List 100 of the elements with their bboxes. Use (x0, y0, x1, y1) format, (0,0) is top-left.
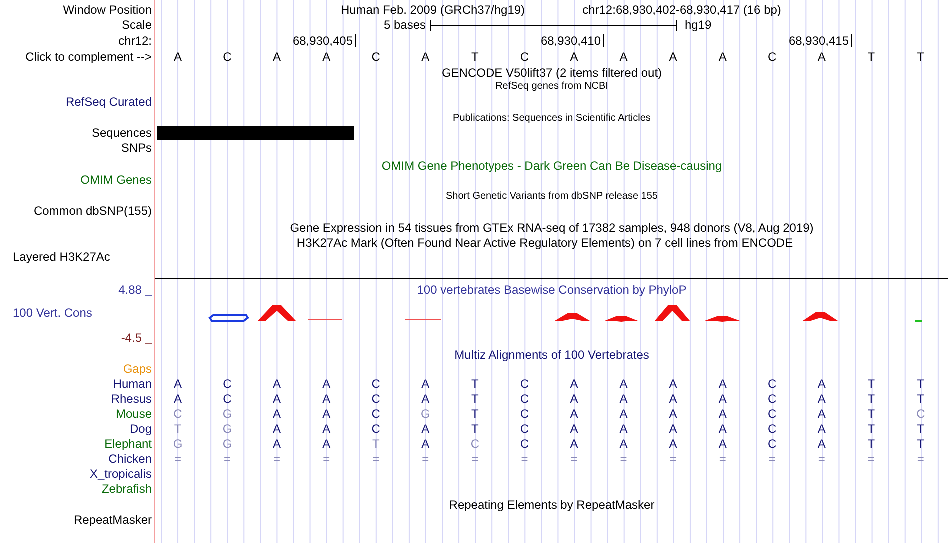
base-letter: T (917, 437, 925, 451)
base-letter: T (868, 50, 876, 64)
base-letter: A (818, 422, 826, 436)
base-letter: C (768, 392, 777, 406)
base-letter: A (570, 437, 578, 451)
base-letter: A (620, 392, 628, 406)
base-letter: A (818, 437, 826, 451)
base-letter: A (620, 407, 628, 421)
base-letter: A (570, 407, 578, 421)
base-letter: = (917, 452, 924, 466)
base-letter: C (520, 437, 530, 451)
species-label: Elephant (104, 437, 152, 451)
base-letter: G (222, 437, 232, 451)
base-letter: A (669, 422, 678, 436)
base-letter: = (719, 452, 726, 466)
base-letter: G (222, 407, 232, 421)
base-letter: C (223, 377, 232, 391)
base-letter: A (718, 377, 727, 391)
row-label: chr12: (118, 34, 152, 48)
base-letter: C (372, 407, 380, 421)
base-letter: C (520, 50, 530, 64)
base-letter: A (818, 407, 826, 421)
base-letter: T (472, 392, 479, 406)
base-letter: T (472, 377, 479, 391)
base-letter: A (818, 377, 826, 391)
base-letter: A (718, 422, 727, 436)
base-letter: A (273, 422, 282, 436)
base-letter: T (917, 377, 925, 391)
base-letter: A (422, 422, 430, 436)
base-letter: T (868, 422, 876, 436)
base-letter: A (570, 50, 578, 64)
base-letter: A (322, 50, 331, 64)
track-title: Repeating Elements by RepeatMasker (449, 498, 655, 512)
base-letter: C (174, 407, 182, 421)
track-label: OMIM Genes (80, 173, 152, 187)
base-letter: C (372, 50, 380, 64)
base-letter: T (917, 422, 925, 436)
axis-min-label: -4.5 _ (121, 331, 152, 345)
base-letter: A (718, 407, 727, 421)
scale-label: hg19 (685, 18, 712, 32)
track-label: Common dbSNP(155) (34, 204, 152, 218)
base-letter: T (868, 392, 876, 406)
base-letter: G (420, 407, 430, 421)
base-letter: A (818, 50, 826, 64)
row-label: Scale (122, 18, 152, 32)
base-letter: = (472, 452, 479, 466)
base-letter: A (620, 422, 628, 436)
base-letter: T (472, 407, 479, 421)
base-letter: C (520, 392, 530, 406)
base-letter: C (768, 377, 777, 391)
base-letter: A (273, 50, 282, 64)
assembly-label: Human Feb. 2009 (GRCh37/hg19) (340, 3, 526, 17)
base-letter: = (274, 452, 281, 466)
track-title: GENCODE V50lift37 (2 items filtered out) (442, 66, 662, 80)
base-letter: A (322, 392, 331, 406)
base-letter: A (669, 377, 678, 391)
track-title: OMIM Gene Phenotypes - Dark Green Can Be Disease-causing (382, 159, 722, 173)
base-letter: A (669, 407, 678, 421)
base-letter: = (570, 452, 578, 466)
track-label: Layered H3K27Ac (13, 250, 110, 264)
base-letter: A (718, 437, 727, 451)
row-label: Window Position (63, 3, 152, 17)
base-letter: A (422, 50, 430, 64)
species-label: Mouse (116, 407, 152, 421)
base-letter: A (322, 407, 331, 421)
position-label: 68,930,405 (292, 34, 353, 48)
base-letter: T (868, 437, 876, 451)
base-letter: A (422, 377, 430, 391)
base-letter: A (570, 422, 578, 436)
species-label: X_tropicalis (90, 467, 152, 481)
base-letter: A (669, 437, 678, 451)
base-letter: C (223, 50, 232, 64)
base-letter: A (174, 392, 182, 406)
base-letter: T (868, 407, 876, 421)
track-label: Gaps (123, 362, 152, 376)
track-title: Gene Expression in 54 tissues from GTEx RNA-seq of 17382 samples, 948 donors (V8, Aug 2019) (290, 221, 814, 235)
base-letter: C (372, 422, 380, 436)
base-letter: A (620, 50, 628, 64)
species-label: Chicken (108, 452, 152, 466)
base-letter: = (620, 452, 628, 466)
base-letter: T (472, 422, 479, 436)
base-letter: = (422, 452, 430, 466)
base-letter: = (224, 452, 232, 466)
base-letter: A (322, 437, 331, 451)
base-letter: A (273, 407, 282, 421)
position-range: chr12:68,930,402-68,930,417 (16 bp) (582, 3, 782, 17)
base-letter: = (521, 452, 528, 466)
base-letter: T (372, 437, 380, 451)
base-letter: C (520, 422, 530, 436)
base-letter: A (818, 392, 826, 406)
base-letter: C (520, 407, 530, 421)
base-letter: A (174, 377, 182, 391)
base-letter: T (472, 50, 479, 64)
track-title: Multiz Alignments of 100 Vertebrates (454, 348, 650, 362)
base-letter: A (273, 392, 282, 406)
scale-label: 5 bases (384, 18, 426, 32)
base-letter: C (768, 407, 777, 421)
base-letter: C (768, 437, 777, 451)
base-letter: = (174, 452, 182, 466)
base-letter: = (768, 452, 776, 466)
